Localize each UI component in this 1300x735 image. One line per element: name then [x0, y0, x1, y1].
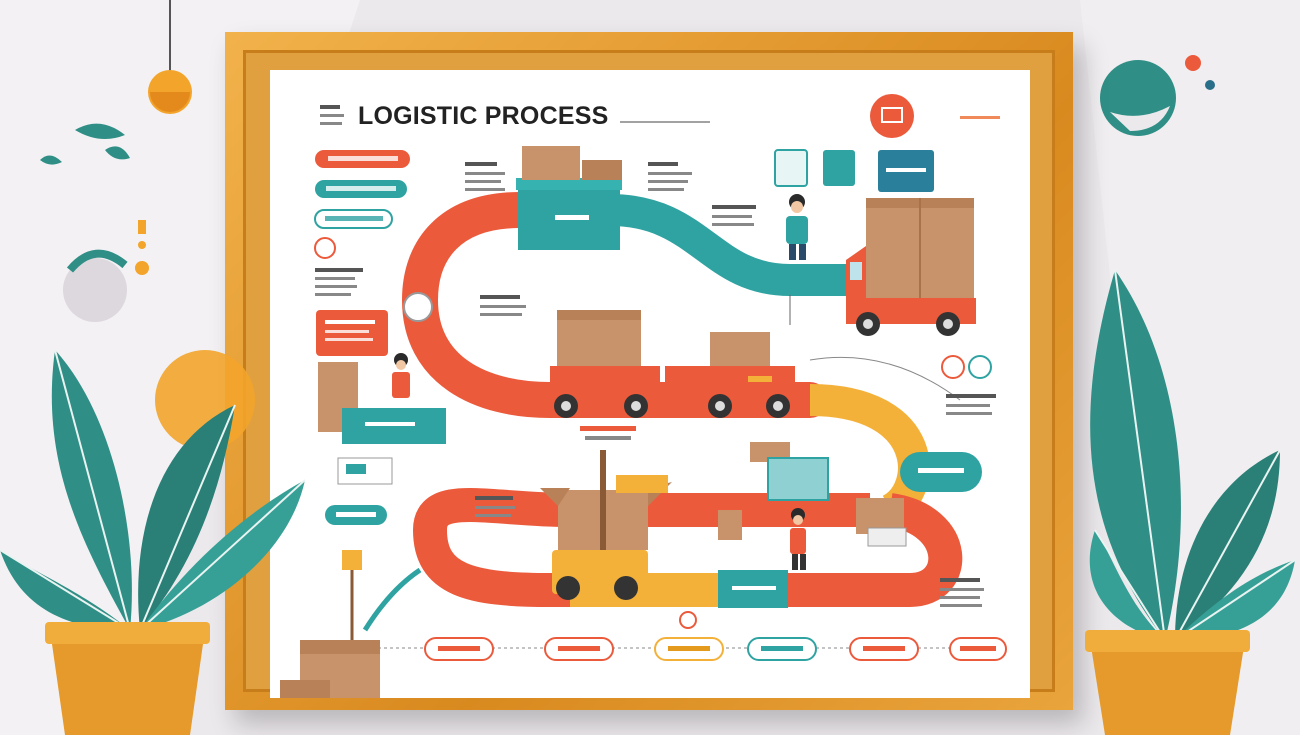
- left-plant-icon: [0, 349, 306, 735]
- packing-worker-icon: [318, 353, 446, 444]
- top-badge-icon: [870, 94, 914, 138]
- worker-icon: [786, 194, 808, 260]
- truck-icon: [846, 198, 976, 336]
- forklift-icon: [540, 450, 672, 600]
- logistics-diagram: [280, 94, 1007, 698]
- box-icon: [522, 146, 580, 180]
- infographic-poster: LOGISTIC PROCESS: [270, 70, 1030, 698]
- delivery-truck-icon: [550, 310, 795, 418]
- right-plant-icon: [1085, 270, 1296, 735]
- loading-worker-icon: [718, 498, 907, 570]
- poster-title: LOGISTIC PROCESS: [358, 102, 609, 130]
